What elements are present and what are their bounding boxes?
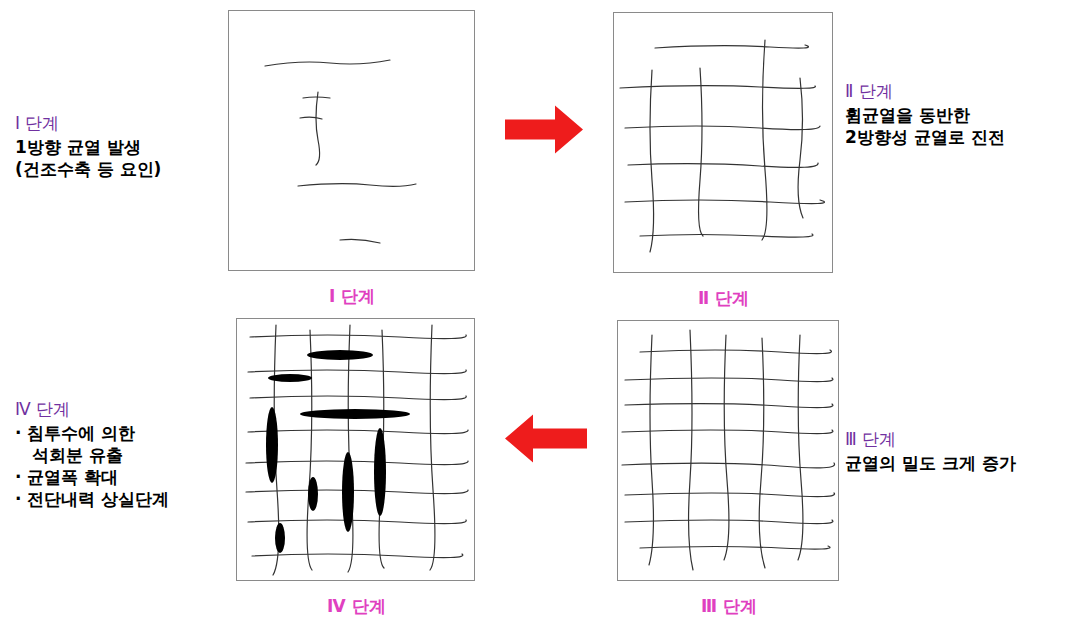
stage-description: 1방향 균열 발생 (건조수축 등 요인)	[15, 136, 187, 180]
stage-heading: Ⅱ 단계	[845, 80, 893, 102]
stage-description: · 전단내력 상실단계	[15, 488, 169, 510]
stage-panel: Ⅲ 단계	[617, 320, 839, 581]
stage-description: 휨균열을 동반한 2방향성 균열로 진전	[845, 104, 1023, 148]
stage-caption: Ⅳ 단계	[324, 595, 389, 618]
stage-caption: Ⅱ 단계	[695, 287, 752, 310]
stage-heading: Ⅳ 단계	[15, 398, 70, 420]
stage-panel: Ⅰ 단계	[228, 10, 475, 271]
stage-caption: Ⅲ 단계	[698, 595, 760, 618]
stage-description: · 침투수에 의한 석회분 유출	[15, 422, 165, 466]
stage-caption: Ⅰ 단계	[326, 285, 378, 308]
stage-panel: Ⅳ 단계	[236, 318, 475, 581]
stage-heading: Ⅰ 단계	[15, 112, 59, 134]
stage-arrow	[505, 106, 583, 154]
stage-description: · 균열폭 확대	[15, 466, 118, 488]
stage-panel: Ⅱ 단계	[613, 12, 833, 273]
stage-arrow	[505, 415, 587, 463]
stage-description: 균열의 밀도 크게 증가	[845, 452, 1016, 474]
stage-heading: Ⅲ 단계	[845, 428, 896, 450]
